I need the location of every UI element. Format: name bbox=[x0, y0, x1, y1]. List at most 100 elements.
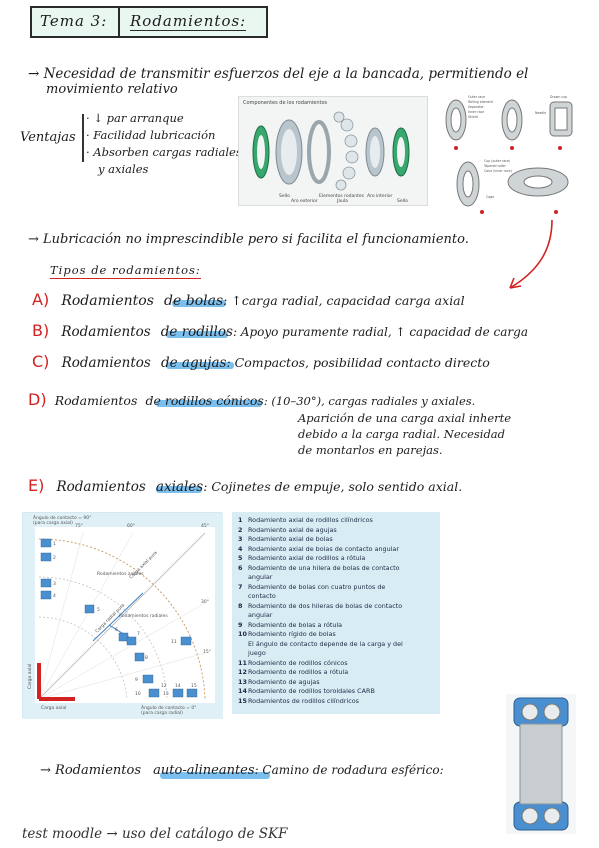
label-drawn-cup: Drawn cup bbox=[550, 95, 567, 99]
chart-num-7: 7 bbox=[137, 631, 140, 637]
label-shield: Shield bbox=[468, 115, 478, 119]
tipo-d-extra-1: Aparición de una carga axial inherte bbox=[298, 411, 512, 425]
legend-item: 10Rodamiento rígido de bolas bbox=[238, 630, 336, 638]
highlight-e bbox=[156, 486, 202, 493]
label-tapered-roller: Tapered roller bbox=[483, 164, 507, 168]
caption-aro-interior: Aro interior bbox=[367, 194, 393, 199]
title-box bbox=[30, 6, 268, 38]
label-outer-race: Outer race bbox=[468, 95, 485, 99]
tipo-b: B) Rodamientos de rodillos: Apoyo purame… bbox=[32, 323, 528, 341]
tipo-c-letter: C) bbox=[32, 352, 50, 371]
chart-num-11: 11 bbox=[171, 639, 177, 645]
chart-num-9: 9 bbox=[135, 677, 138, 683]
tipo-d-letter: D) bbox=[28, 390, 47, 409]
tipo-e-desc: : Cojinetes de empuje, solo sentido axia… bbox=[203, 479, 463, 494]
title-divider bbox=[118, 6, 120, 38]
contact-angle-chart: Ángulo de contacto = 90° (para carga axi… bbox=[22, 512, 223, 719]
tipo-d: D) Rodamientos de rodillos cónicos: (10–… bbox=[28, 392, 475, 410]
region-radiales: Rodamientos radiales bbox=[119, 613, 168, 619]
chart-num-2: 2 bbox=[53, 555, 56, 561]
ventaja-item-1: · ↓ par arranque bbox=[86, 111, 184, 125]
tipo-b-name: de rodillos bbox=[160, 324, 233, 340]
tipo-d-desc: : (10–30°), cargas radiales y axiales. bbox=[263, 394, 476, 408]
angle-15: 15° bbox=[203, 649, 211, 655]
tipo-a-name: de bolas bbox=[164, 293, 224, 309]
chart-bottom-label: Ángulo de contacto = 0° bbox=[141, 704, 196, 711]
bearing-types-illustration: Outer race Rolling element Separator Inn… bbox=[445, 95, 573, 214]
chart-num-6: 6 bbox=[115, 627, 118, 633]
tipo-d-extra-2: debido a la carga radial. Necesidad bbox=[298, 427, 506, 441]
caption-elementos-rodantes: Elementos rodantes bbox=[319, 194, 365, 199]
tipo-b-desc: : Apoyo puramente radial, ↑ capacidad de… bbox=[232, 325, 528, 339]
tipo-e-letter: E) bbox=[28, 476, 45, 495]
autoalineantes-prefix: → Rodamientos bbox=[40, 763, 141, 778]
ventaja-item-3: · Absorben cargas radiales bbox=[86, 145, 242, 159]
label-separator: Separator bbox=[468, 105, 484, 109]
tipo-e-name: axiales bbox=[155, 479, 204, 495]
tipo-c-prefix: Rodamientos bbox=[61, 355, 151, 371]
chart-num-5: 5 bbox=[97, 607, 100, 613]
tipo-d-extra-3: de montarlos en parejas. bbox=[298, 443, 443, 457]
tipo-d-prefix: Rodamientos bbox=[54, 393, 138, 408]
chart-num-12: 12 bbox=[161, 683, 167, 689]
tipo-e-prefix: Rodamientos bbox=[56, 479, 146, 495]
ventajas-brace bbox=[82, 114, 84, 162]
chart-top-label-2: (para carga axial) bbox=[33, 520, 73, 526]
chart-axis-y: Carga axial bbox=[27, 664, 33, 689]
chart-num-14: 14 bbox=[175, 683, 181, 689]
chart-top-label: Ángulo de contacto = 90° bbox=[33, 514, 91, 521]
red-arrow-icon bbox=[509, 219, 553, 289]
topic-label: Tema 3: bbox=[40, 12, 108, 30]
highlight-a bbox=[172, 300, 226, 307]
highlight-autoalineantes bbox=[160, 772, 270, 779]
highlight-c bbox=[166, 362, 234, 369]
chart-num-8: 8 bbox=[145, 655, 148, 661]
label-cup-outer-race: Cup (outer race) bbox=[484, 159, 510, 163]
page-title: Rodamientos: bbox=[130, 12, 247, 31]
chart-axis-x: Carga axial bbox=[41, 705, 66, 711]
angle-75: 75° bbox=[75, 523, 83, 529]
lubricacion-note: → Lubricación no imprescindible pero si … bbox=[28, 232, 469, 247]
intro-line-1: → Necesidad de transmitir esfuerzos del … bbox=[28, 66, 529, 82]
legend-item: 15Rodamientos de rodillos cilíndricos bbox=[238, 696, 359, 705]
legend-item: 14Rodamiento de rodillos toroidales CARB bbox=[238, 687, 375, 695]
tipo-b-prefix: Rodamientos bbox=[61, 324, 151, 340]
caption-jaula: Jaula bbox=[337, 199, 348, 204]
legend-item: 13Rodamiento de agujas bbox=[238, 677, 320, 686]
legend-item: juego bbox=[248, 649, 266, 657]
tipo-a-prefix: Rodamientos bbox=[61, 293, 154, 309]
chart-num-10: 10 bbox=[135, 691, 141, 697]
chart-bottom-label-2: (para carga radial) bbox=[141, 710, 183, 716]
label-cage: Cage bbox=[486, 195, 494, 199]
tipo-a-letter: A) bbox=[32, 290, 50, 309]
angle-45: 45° bbox=[201, 523, 209, 529]
tipo-e: E) Rodamientos axiales: Cojinetes de emp… bbox=[28, 478, 462, 496]
legend-item: El ángulo de contacto depende de la carg… bbox=[248, 639, 403, 648]
angle-30: 30° bbox=[201, 599, 209, 605]
legend-item: 11Rodamiento de rodillos cónicos bbox=[238, 658, 348, 667]
label-inner-race: Inner race bbox=[468, 110, 484, 114]
tipos-heading: Tipos de rodamientos: bbox=[50, 263, 201, 279]
bearing-components-illustration bbox=[252, 111, 410, 191]
tipo-a: A) Rodamientos de bolas: ↑carga radial, … bbox=[32, 292, 465, 310]
self-aligning-bearing-illustration bbox=[506, 694, 576, 834]
caption-sello: Sello bbox=[279, 194, 290, 199]
caption-aro-exterior: Aro exterior bbox=[291, 199, 318, 204]
tipo-b-letter: B) bbox=[32, 321, 50, 340]
region-axiales: Rodamientos axiales bbox=[97, 571, 144, 577]
tipo-a-desc: : ↑carga radial, capacidad carga axial bbox=[223, 293, 465, 308]
legend-item: 12Rodamiento de rodillos a rótula bbox=[238, 668, 349, 676]
caption-sello-2: Sello bbox=[397, 199, 408, 204]
figure-title: Componentes de los rodamientos bbox=[243, 100, 328, 106]
label-needle: Needle bbox=[535, 111, 546, 115]
